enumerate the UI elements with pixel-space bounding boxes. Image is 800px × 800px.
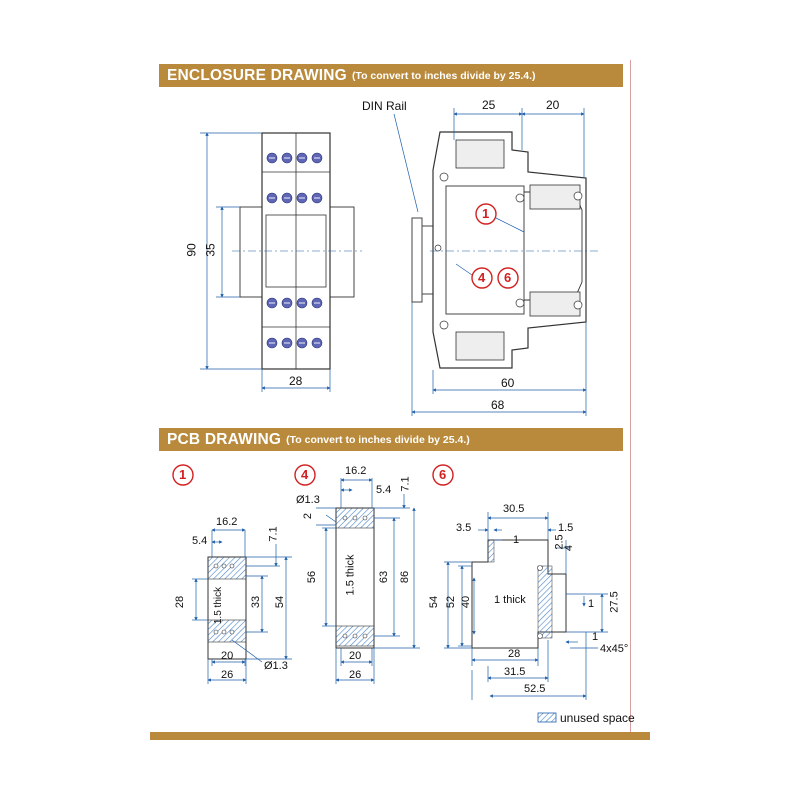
b1-dim-26: 26 (221, 669, 234, 681)
dim-60: 60 (501, 376, 515, 390)
margin-line (630, 60, 631, 732)
enclosure-title: ENCLOSURE DRAWING (167, 66, 347, 84)
dim-68: 68 (491, 398, 505, 412)
b1-dim-16-2: 16.2 (216, 516, 238, 528)
b6-dim-1-top: 1 (513, 534, 520, 546)
b6-dim-52-5: 52.5 (524, 683, 546, 695)
b1-dim-54: 54 (274, 595, 287, 609)
b6-thick: 1 thick (494, 594, 526, 606)
pcb-board-4 (294, 464, 420, 684)
b4-dim-5-4: 5.4 (376, 484, 392, 496)
b6-dim-4: 4 (563, 544, 576, 552)
b1-thick: 1.5 thick (213, 586, 225, 625)
b6-dim-52: 52 (445, 595, 458, 609)
b1-dim-28: 28 (174, 595, 187, 609)
enclosure-callout-6: 6 (504, 270, 512, 285)
dim-25: 25 (482, 98, 496, 112)
b4-dim-56: 56 (306, 570, 319, 584)
b4-dim-16-2: 16.2 (345, 465, 367, 477)
b4-dim-86: 86 (399, 570, 412, 584)
b6-dim-28: 28 (508, 648, 521, 660)
b4-dim-20: 20 (349, 650, 362, 662)
unused-space-swatch (537, 712, 557, 723)
b6-dim-31-5: 31.5 (504, 666, 526, 678)
pcb-title: PCB DRAWING (167, 430, 282, 448)
b4-dim-63: 63 (378, 570, 391, 584)
b6-chamfer: 4x45° (600, 643, 629, 655)
b1-dim-5-4: 5.4 (192, 535, 208, 547)
b1-dim-33: 33 (250, 595, 263, 609)
page-footer-rule (150, 732, 650, 740)
b6-dim-1-right: 1 (588, 598, 595, 610)
dim-90: 90 (184, 243, 199, 257)
enclosure-side-view (393, 108, 600, 416)
b4-thick: 1.5 thick (344, 554, 357, 596)
din-rail-label: DIN Rail (362, 99, 407, 113)
enclosure-callouts (455, 203, 525, 289)
b6-dim-3-5: 3.5 (456, 522, 472, 534)
enclosure-callout-4: 4 (478, 270, 486, 285)
enclosure-note: (To convert to inches divide by 25.4.) (351, 69, 536, 82)
enclosure-callout-1: 1 (482, 206, 490, 221)
b4-hole: Ø1.3 (296, 494, 320, 506)
legend-label: unused space (560, 711, 635, 725)
pcb-callout-1: 1 (179, 467, 187, 482)
enclosure-front-view (200, 132, 362, 392)
dim-35: 35 (203, 243, 218, 257)
b6-dim-1-5: 1.5 (558, 522, 574, 534)
dim-20: 20 (546, 98, 560, 112)
pcb-callout-4: 4 (301, 467, 309, 482)
pcb-board-1 (172, 464, 292, 684)
dim-28: 28 (289, 374, 303, 388)
pcb-note: (To convert to inches divide by 25.4.) (286, 433, 470, 446)
b6-dim-54: 54 (428, 595, 441, 609)
pcb-banner: PCB DRAWING (To convert to inches divide… (159, 428, 623, 451)
b1-dim-7-1: 7.1 (267, 526, 280, 542)
b6-dim-1-bottom: 1 (592, 631, 599, 643)
b4-dim-26: 26 (349, 669, 362, 681)
pcb-board-6 (432, 464, 608, 700)
b1-hole: Ø1.3 (264, 660, 288, 672)
b6-dim-30-5: 30.5 (503, 503, 525, 515)
b4-dim-2: 2 (302, 512, 315, 520)
pcb-callout-6: 6 (439, 467, 447, 482)
b6-dim-27-5: 27.5 (608, 591, 621, 613)
enclosure-banner: ENCLOSURE DRAWING (To convert to inches … (159, 64, 623, 87)
b4-dim-7-1: 7.1 (399, 476, 412, 492)
b1-dim-20: 20 (221, 650, 234, 662)
b6-dim-40: 40 (460, 595, 473, 609)
